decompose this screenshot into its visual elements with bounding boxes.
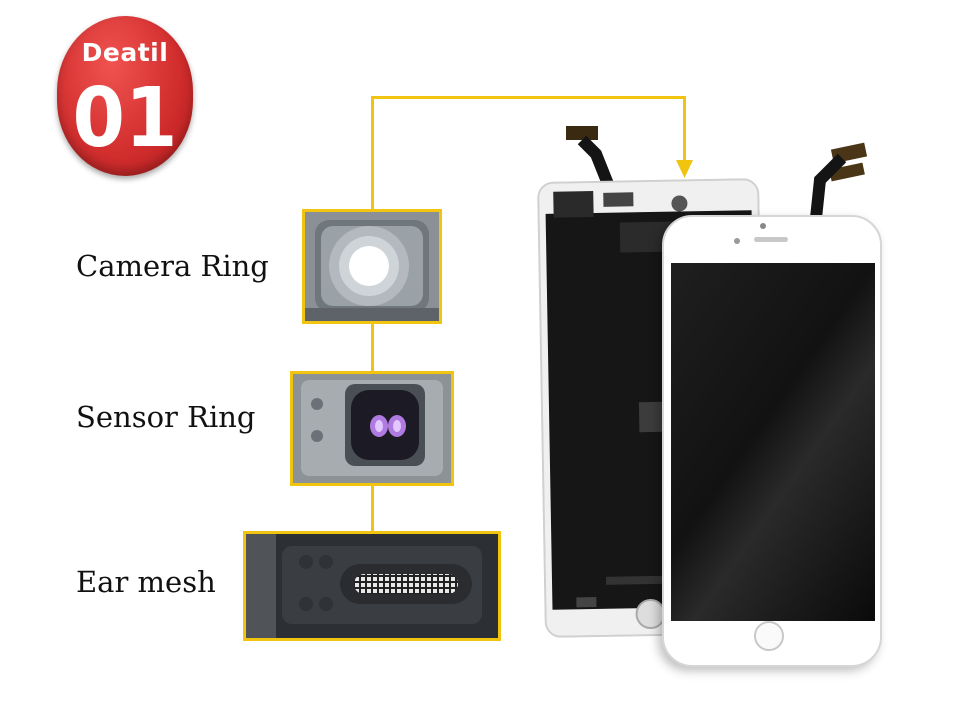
lcd-screen: [671, 263, 875, 621]
lcd-assembly-front: [662, 215, 882, 667]
label-camera-ring: Camera Ring: [76, 249, 269, 283]
connector-line-top: [371, 96, 685, 99]
detail-badge: Deatil 01: [57, 16, 193, 176]
camera-ring-closeup: [302, 209, 442, 324]
badge-number: 01: [72, 71, 178, 166]
arrow-down-icon: [676, 160, 693, 178]
label-ear-mesh: Ear mesh: [76, 565, 216, 599]
front-camera-icon: [760, 223, 766, 229]
sensor-ring-closeup: [290, 371, 454, 486]
earpiece-speaker: [754, 237, 788, 242]
connector-line-mid1: [371, 322, 374, 372]
ear-mesh-closeup: [243, 531, 501, 641]
flex-cable-front: [810, 142, 868, 219]
proximity-sensor-icon: [734, 238, 740, 244]
connector-line-vertical: [371, 96, 374, 214]
connector-line-mid2: [371, 484, 374, 532]
label-sensor-ring: Sensor Ring: [76, 400, 256, 434]
connector-line-down: [683, 96, 686, 166]
home-button-icon: [754, 621, 784, 651]
badge-title: Deatil: [81, 38, 169, 67]
